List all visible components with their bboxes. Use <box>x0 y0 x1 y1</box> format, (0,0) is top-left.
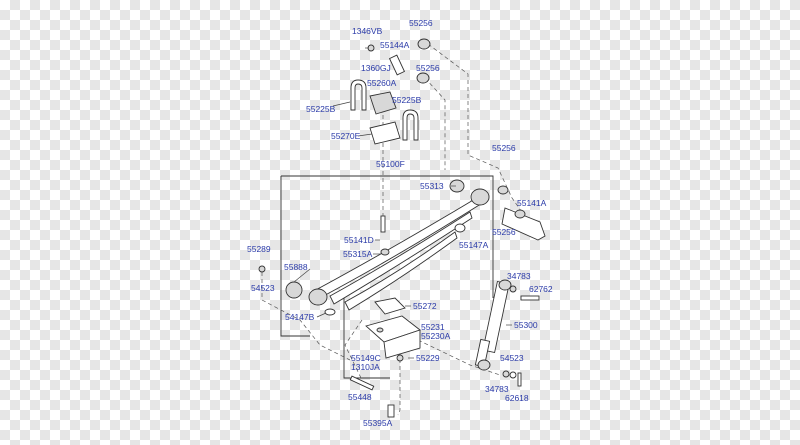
label-54523-left: 54523 <box>251 283 275 293</box>
u-bolt-right <box>402 109 419 141</box>
label-55270e: 55270E <box>331 131 361 141</box>
label-55141d: 55141D <box>344 235 374 245</box>
shock-absorber <box>474 279 512 371</box>
rear-shackle <box>501 207 546 241</box>
leaf-spring-middle <box>329 211 473 305</box>
bolt-55448 <box>349 375 375 391</box>
label-55272: 55272 <box>413 301 437 311</box>
dashed-leader-bushing <box>424 77 446 170</box>
nut-34783-bottom <box>502 370 510 378</box>
bushing-55313 <box>449 179 465 193</box>
label-55225b-left: 55225B <box>306 104 336 114</box>
dashed-leader-shock <box>417 339 501 376</box>
label-55141a: 55141A <box>517 198 547 208</box>
bumper-pad-55272 <box>374 297 406 315</box>
label-62618: 62618 <box>505 393 529 403</box>
label-55225b-right: 55225B <box>392 95 422 105</box>
label-55300: 55300 <box>514 320 538 330</box>
label-62762: 62762 <box>529 284 553 294</box>
label-34783-bottom: 34783 <box>485 384 509 394</box>
center-bolt <box>380 215 386 233</box>
bushing-55256 <box>416 72 430 84</box>
leader-55270e <box>357 133 373 137</box>
bracket-group-frame <box>343 298 390 379</box>
bushing-top-55256 <box>417 38 431 50</box>
leader-54147b <box>316 312 327 318</box>
label-55395a: 55395A <box>363 418 393 428</box>
leaf-spring-lower <box>344 231 458 311</box>
label-55315a: 55315A <box>343 249 373 259</box>
label-55230a: 55230A <box>421 331 451 341</box>
washer-54523 <box>509 371 517 379</box>
label-1346vb: 1346VB <box>352 26 383 36</box>
label-55256-shackle: 55256 <box>492 227 516 237</box>
label-55229: 55229 <box>416 353 440 363</box>
bushing-55888 <box>285 281 303 299</box>
label-54147b: 54147B <box>285 312 315 322</box>
label-1360gj: 1360GJ <box>361 63 391 73</box>
label-55260a: 55260A <box>367 78 397 88</box>
dashed-leader-bracket-bolt <box>397 338 401 416</box>
leader-55225b-left <box>332 101 351 107</box>
label-55448: 55448 <box>348 392 372 402</box>
bolt-55395a <box>387 404 395 418</box>
dashed-leader-top-right <box>427 43 525 216</box>
rear-spring-eye <box>470 188 490 206</box>
bracket-hole <box>376 327 384 333</box>
bushing-shackle-55256 <box>514 209 526 219</box>
dashed-leader-bolt-left <box>344 319 363 381</box>
label-34783-top: 34783 <box>507 271 531 281</box>
label-55289: 55289 <box>247 244 271 254</box>
label-55147a: 55147A <box>459 240 489 250</box>
nut-55289 <box>258 265 266 273</box>
label-55100f: 55100F <box>376 159 405 169</box>
shackle-link <box>388 54 406 76</box>
label-55149c: 55149C <box>351 353 381 363</box>
label-55256-rear: 55256 <box>492 143 516 153</box>
label-55144a: 55144A <box>380 40 410 50</box>
leader-55888 <box>293 268 311 283</box>
label-55231: 55231 <box>421 322 445 332</box>
bolt-62618 <box>517 372 522 387</box>
label-1310ja: 1310JA <box>351 362 380 372</box>
dashed-leader-left-pin <box>261 272 351 361</box>
mounting-bracket-side <box>383 329 421 359</box>
spring-clip-55147a <box>454 223 466 233</box>
washer-54147b <box>324 308 336 316</box>
spring-seat-plate <box>369 121 401 145</box>
u-bolt-left <box>350 79 367 111</box>
spring-pad <box>369 91 397 115</box>
nut-55229 <box>396 354 404 362</box>
leaf-spring-group-frame <box>281 175 494 298</box>
bushing-rear-55256 <box>497 185 509 195</box>
label-55888: 55888 <box>284 262 308 272</box>
bolt-62762 <box>520 295 540 301</box>
front-spring-eye <box>308 288 328 306</box>
label-55313: 55313 <box>420 181 444 191</box>
leaf-spring-group-frame-left <box>280 176 310 337</box>
center-nut <box>380 248 390 256</box>
label-54523-right: 54523 <box>500 353 524 363</box>
label-55256-top: 55256 <box>409 18 433 28</box>
nut-34783-top <box>509 285 517 293</box>
label-55256-second: 55256 <box>416 63 440 73</box>
